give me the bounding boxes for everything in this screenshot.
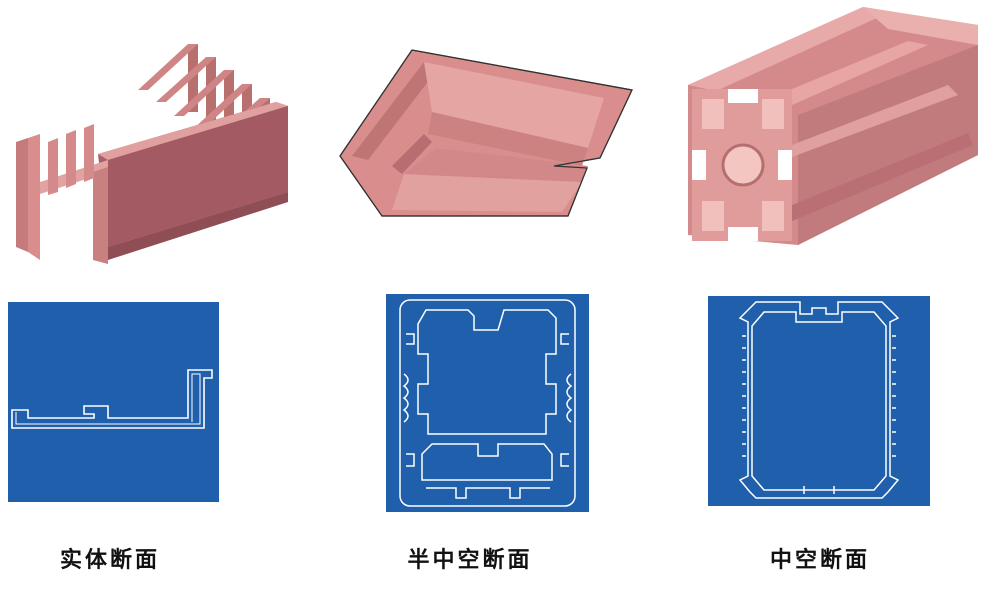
semi-hollow-section-drawing [386,294,589,512]
t-slot-profile-render [688,5,978,250]
caption-solid-section: 实体断面 [59,547,160,573]
c-channel-profile-render [332,48,637,228]
solid-section-drawing [8,302,219,502]
caption-semi-hollow-section: 半中空断面 [407,547,533,573]
hollow-section-drawing [708,296,930,506]
heatsink-profile-render [8,42,300,267]
caption-hollow-section: 中空断面 [769,547,870,573]
